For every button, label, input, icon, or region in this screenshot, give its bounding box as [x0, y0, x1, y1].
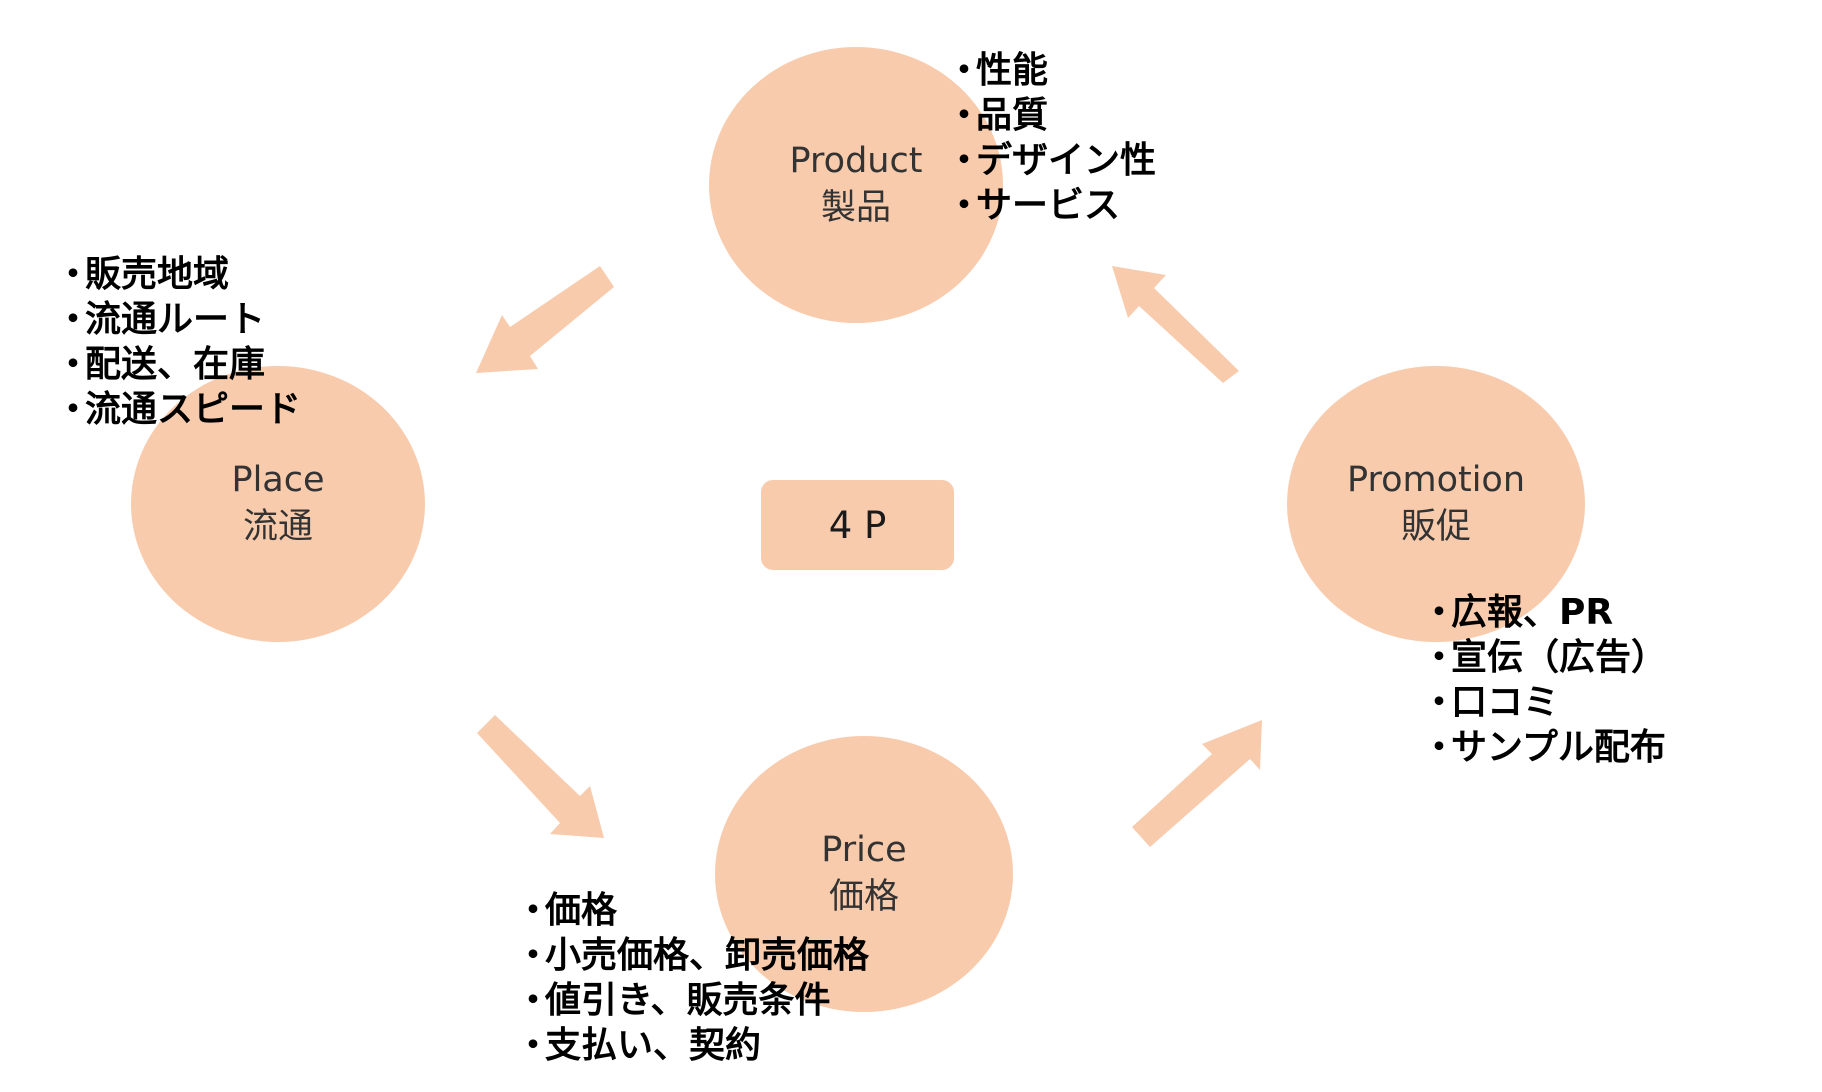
node-product: Product 製品	[709, 47, 1003, 323]
list-item: ・性能	[946, 50, 1049, 91]
center-4p-box: 4 P	[761, 480, 954, 570]
arrow-price-to-promotion	[1132, 720, 1262, 847]
bullet: ・	[946, 140, 983, 181]
bullet: ・	[55, 299, 92, 340]
price-list: ・価格 ・小売価格、卸売価格 ・値引き、販売条件 ・支払い、契約	[515, 888, 869, 1068]
node-promotion: Promotion 販促	[1287, 366, 1585, 642]
node-product-en: Product	[789, 141, 923, 181]
node-place: Place 流通	[131, 366, 425, 642]
bullet: ・	[1421, 727, 1458, 768]
bullet: ・	[946, 50, 983, 91]
arrow-place-to-price	[477, 715, 604, 838]
node-price: Price 価格	[715, 736, 1013, 1012]
list-item: ・品質	[946, 95, 1049, 136]
list-item: ・値引き、販売条件	[515, 980, 831, 1021]
bullet: ・	[1421, 637, 1458, 678]
node-promotion-ja: 販促	[1400, 507, 1471, 547]
node-place-ja: 流通	[242, 507, 313, 547]
list-item: ・サンプル配布	[1421, 727, 1666, 768]
node-promotion-en: Promotion	[1346, 460, 1526, 500]
node-product-ja: 製品	[820, 188, 891, 228]
bullet: ・	[55, 344, 92, 385]
bullet: ・	[1421, 592, 1458, 633]
promotion-list: ・広報、PR ・宣伝（広告） ・口コミ ・サンプル配布	[1421, 590, 1667, 770]
bullet: ・	[515, 1025, 552, 1066]
arrow-promotion-to-product	[1112, 266, 1239, 383]
list-item: ・口コミ	[1421, 682, 1560, 723]
bullet: ・	[55, 389, 92, 430]
node-place-en: Place	[231, 460, 325, 500]
center-4p-label: 4 P	[828, 503, 887, 547]
list-item: ・デザイン性	[946, 140, 1157, 181]
list-item: ・小売価格、卸売価格	[515, 935, 870, 976]
product-list: ・性能 ・品質 ・デザイン性 ・サービス	[946, 48, 1156, 228]
list-item: ・サービス	[946, 185, 1121, 226]
list-item: ・流通スピード	[55, 389, 302, 430]
bullet: ・	[55, 254, 92, 295]
list-item: ・価格	[515, 890, 618, 931]
bullet: ・	[515, 890, 552, 931]
bullet: ・	[515, 935, 552, 976]
list-item: ・支払い、契約	[515, 1025, 762, 1066]
list-item: ・宣伝（広告）	[1421, 637, 1668, 678]
node-price-ja: 価格	[828, 877, 899, 917]
node-price-en: Price	[821, 830, 907, 870]
list-item: ・広報、PR	[1421, 592, 1614, 633]
bullet: ・	[515, 980, 552, 1021]
place-list: ・販売地域 ・流通ルート ・配送、在庫 ・流通スピード	[55, 252, 301, 432]
list-item: ・流通ルート	[55, 299, 266, 340]
list-item: ・配送、在庫	[55, 344, 266, 385]
list-item: ・販売地域	[55, 254, 230, 295]
bullet: ・	[1421, 682, 1458, 723]
bullet: ・	[946, 185, 983, 226]
arrow-product-to-place	[476, 266, 614, 373]
bullet: ・	[946, 95, 983, 136]
